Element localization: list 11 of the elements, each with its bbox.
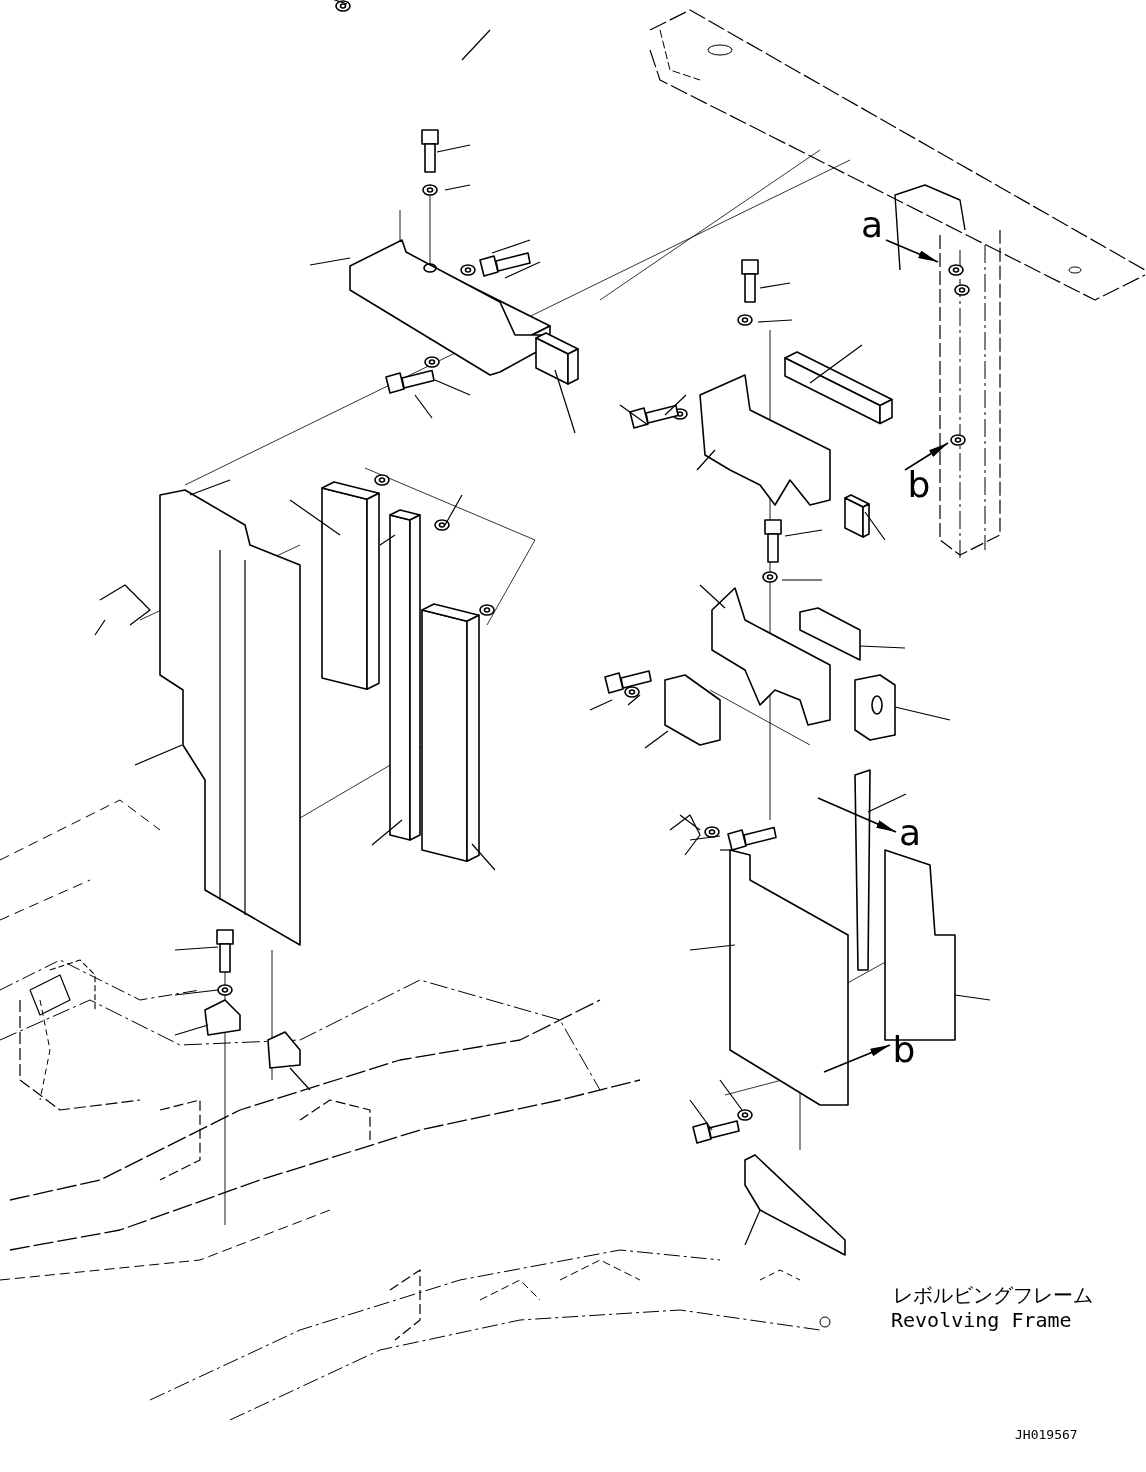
reference-letter: b (890, 1035, 918, 1079)
reference-letter: a (896, 818, 924, 852)
frame-label: レボルビングフレーム (893, 1282, 1093, 1309)
frame-label: Revolving Frame (891, 1308, 1072, 1332)
arrow (823, 1044, 891, 1073)
arrow (885, 239, 939, 263)
drawing-number: JH019567 (1015, 1427, 1078, 1442)
reference-letter: a (858, 210, 886, 252)
arrow (817, 797, 897, 833)
reference-letter: b (905, 470, 933, 514)
arrow (904, 442, 949, 471)
